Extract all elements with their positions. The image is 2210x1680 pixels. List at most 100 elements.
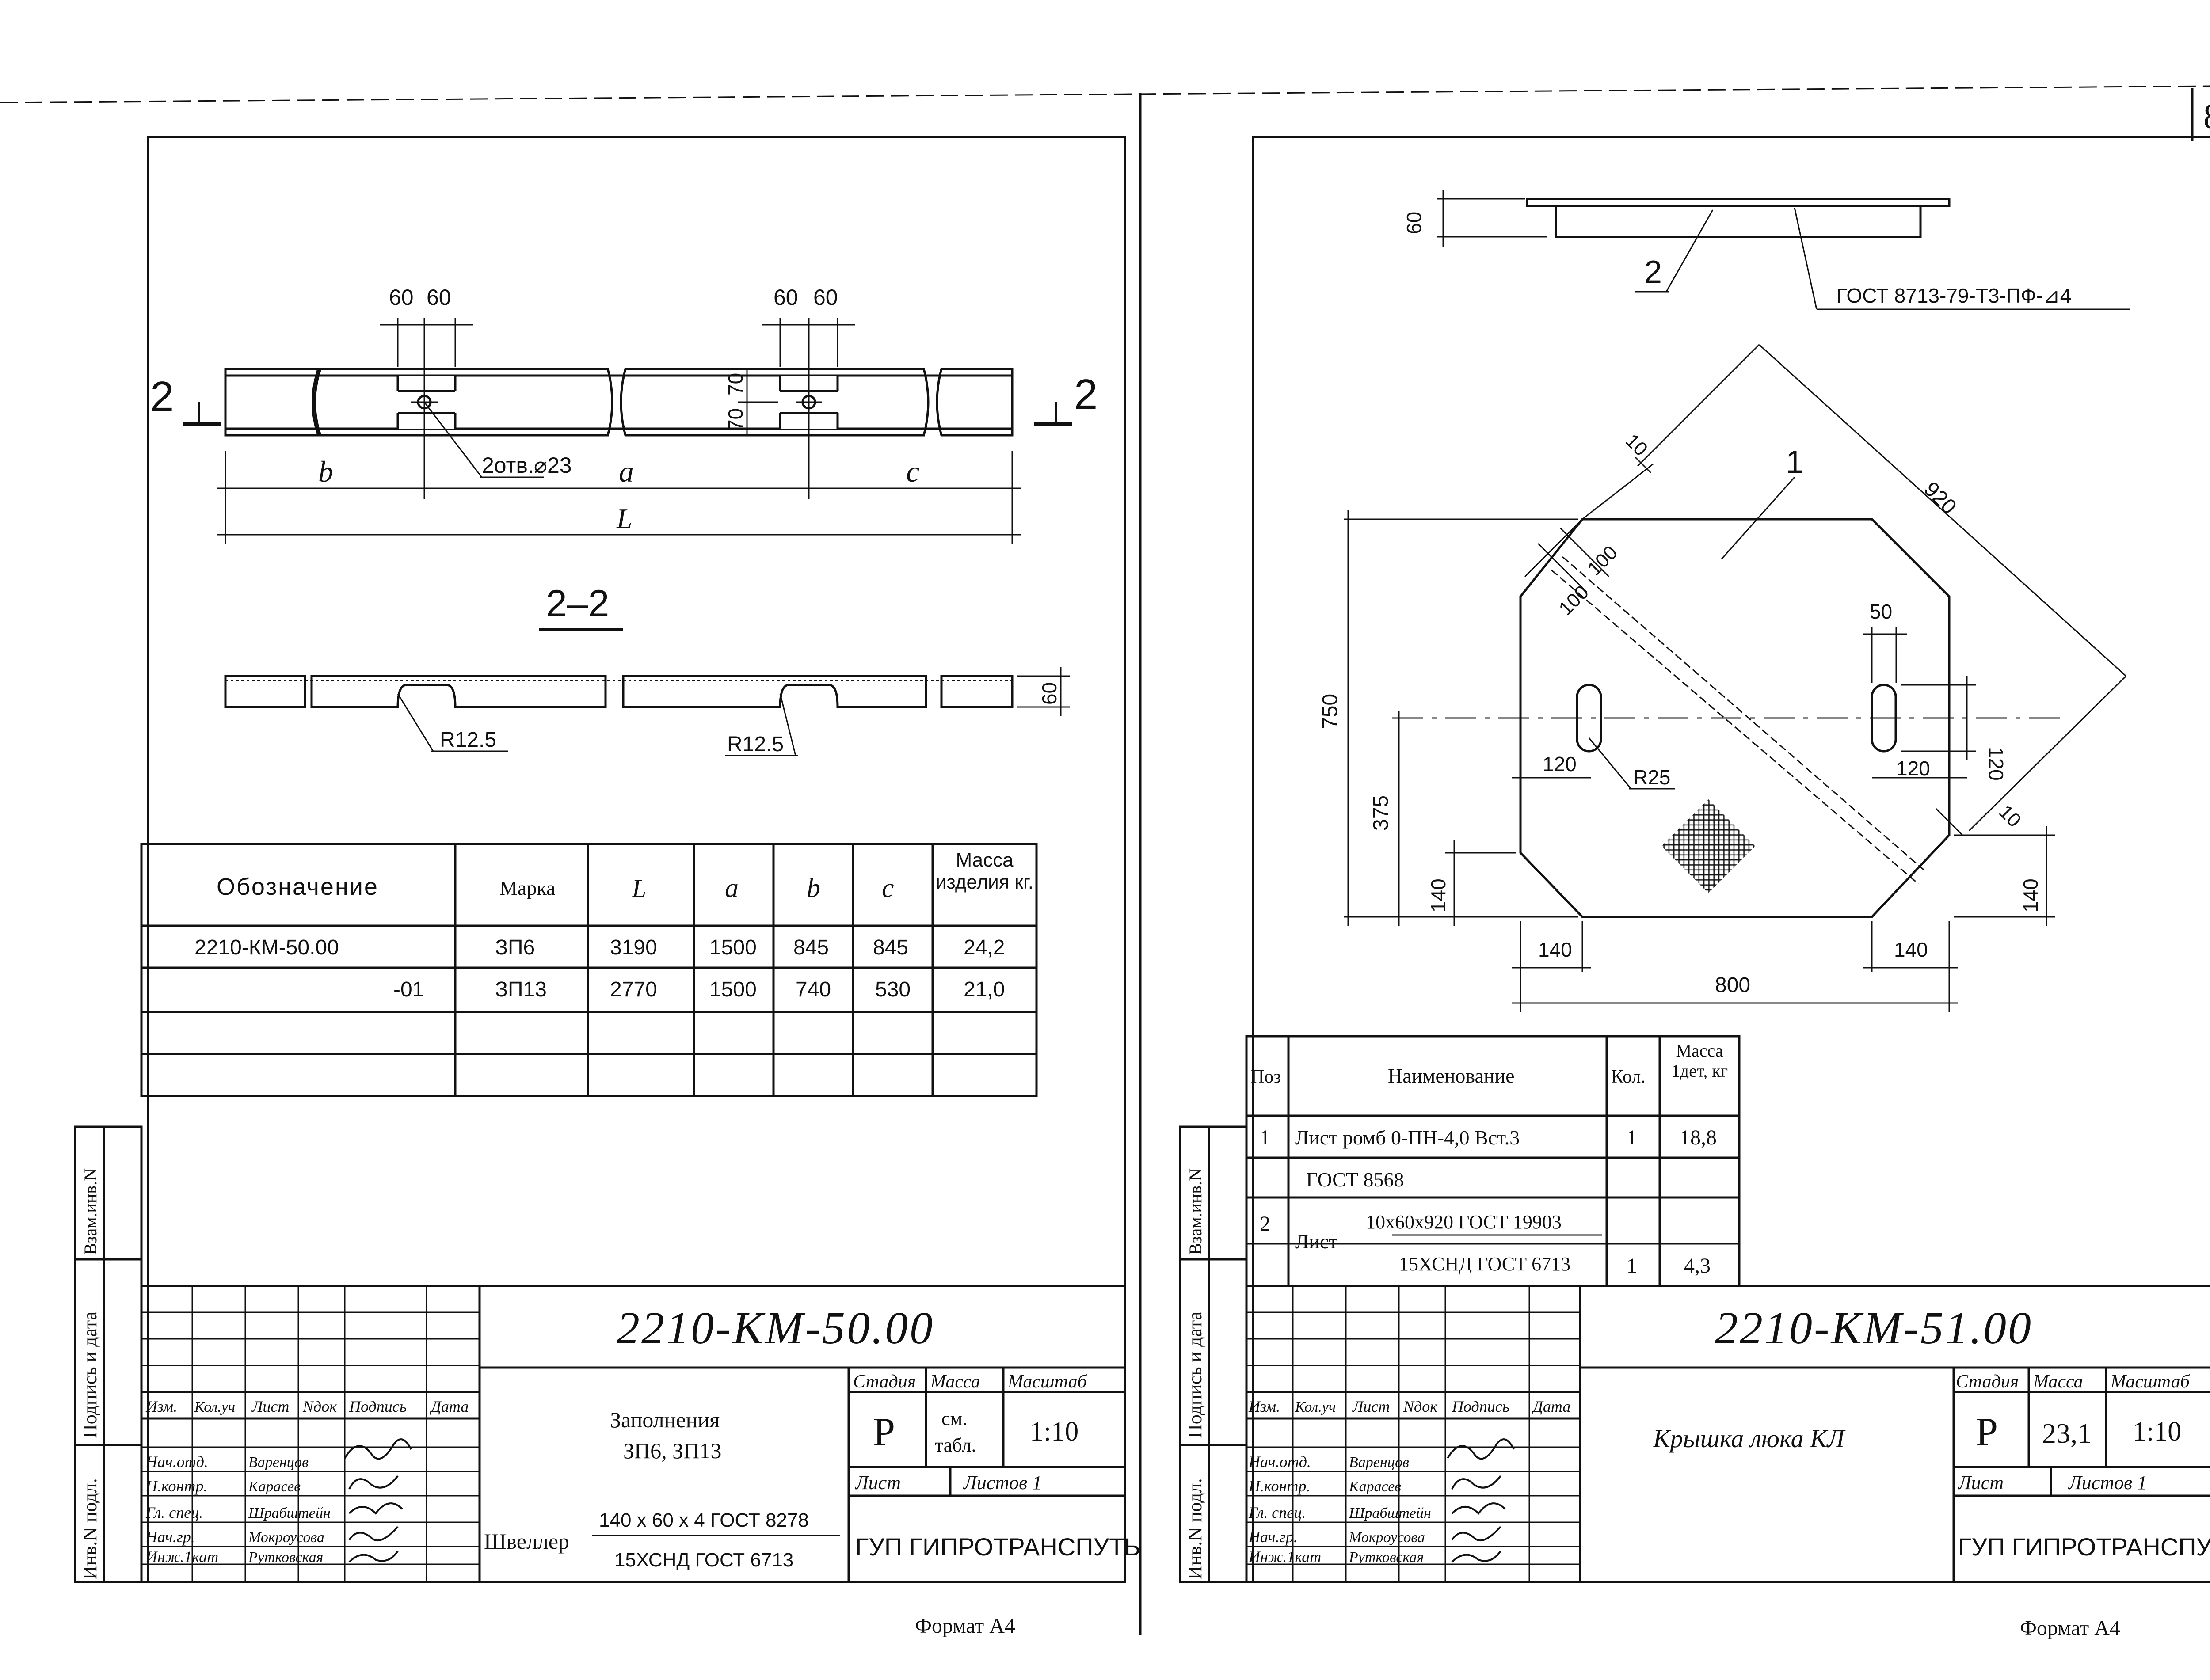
cell-name-cont: ГОСТ 8568 [1306, 1168, 1404, 1191]
stamp-sign-date: Подпись и дата [79, 1311, 101, 1438]
mass-label: Масса [2033, 1372, 2083, 1392]
dim-140-left-v: 140 [1427, 878, 1450, 912]
stamp-inv-podl: Инв.N подл. [79, 1479, 101, 1580]
title-name: Крышка люка КЛ [1653, 1424, 1846, 1453]
doc-code: 2210-КМ-51.00 [1715, 1303, 2033, 1353]
person-role: Инж.1кат [145, 1548, 218, 1566]
col-header: Лист [251, 1398, 289, 1415]
person-name: Варенцов [248, 1454, 309, 1471]
person-role: Н.контр. [1248, 1477, 1310, 1495]
dim-70-b: 70 [724, 373, 747, 395]
cell-name-den: 15ХСНД ГОСТ 6713 [1399, 1253, 1570, 1275]
dim-60-right-a: 60 [774, 285, 798, 310]
cell-mark: ЗП6 [495, 936, 535, 959]
col-header: Изм. [145, 1398, 177, 1415]
weld-note: ГОСТ 8713-79-Т3-ПФ-⊿4 [1837, 284, 2071, 307]
cell-qty: 1 [1627, 1254, 1637, 1277]
section-title: 2–2 [546, 582, 610, 625]
sheet-label: Лист [1957, 1472, 2004, 1494]
sheets-label: Листов 1 [2068, 1472, 2147, 1494]
col-header: Дата [430, 1398, 469, 1415]
mass-value: 23,1 [2042, 1418, 2092, 1449]
table-row: 1 Лист ромб 0-ПН-4,0 Вст.3 1 18,8 [1260, 1126, 1717, 1149]
dim-750: 750 [1318, 694, 1342, 729]
title-block [1245, 1285, 2210, 1583]
dim-140-bl: 140 [1538, 938, 1572, 961]
sheet-label: Лист [854, 1472, 901, 1494]
title-line-2: ЗП6, ЗП13 [623, 1438, 721, 1463]
organization: ГУП ГИПРОТРАНСПУТЬ [855, 1533, 1140, 1561]
dim-100-a: 100 [1555, 582, 1593, 620]
person-role: Гл. спец. [1248, 1504, 1306, 1521]
radius-label-2: R12.5 [727, 733, 784, 756]
person-name: Карасев [248, 1479, 301, 1495]
cell-mass: 18,8 [1680, 1126, 1717, 1149]
dim-800: 800 [1715, 973, 1750, 997]
title-line-1: Заполнения [610, 1407, 720, 1432]
person-role: Нач.гр. [145, 1528, 195, 1546]
title-block [140, 1285, 1126, 1583]
scale-label: Масштаб [1007, 1372, 1088, 1392]
th-mark: Марка [499, 877, 555, 899]
person-name: Шрабштейн [248, 1505, 331, 1521]
format-label: Формат А4 [2020, 1616, 2120, 1640]
stage-value: Р [1976, 1410, 1998, 1454]
col-header: Подпись [349, 1398, 407, 1415]
dim-label-a: a [619, 455, 634, 488]
person-role: Нач.отд. [1248, 1453, 1311, 1471]
cell-designation: 2210-КМ-50.00 [194, 936, 339, 959]
mass-label: Масса [930, 1372, 980, 1392]
mass-value-2: табл. [935, 1434, 976, 1456]
cell-L: 2770 [610, 978, 657, 1001]
strip-side-view [1436, 190, 2130, 310]
person-name: Мокроусова [1349, 1529, 1425, 1546]
person-role: Нач.отд. [145, 1453, 208, 1471]
dim-920: 920 [1919, 477, 1961, 519]
dim-10-bottom: 10 [1995, 801, 2025, 831]
person-name: Шрабштейн [1349, 1505, 1431, 1521]
col-header: Лист [1352, 1398, 1390, 1415]
cell-pos: 1 [1260, 1126, 1270, 1149]
th-b: b [807, 873, 820, 903]
cell-name: Лист ромб 0-ПН-4,0 Вст.3 [1295, 1126, 1520, 1149]
title-col-headers: Изм. Кол.уч Лист Nдок Подпись Дата [1248, 1398, 1570, 1415]
col-header: Кол.уч [1295, 1399, 1336, 1415]
cell-c: 530 [875, 978, 911, 1001]
th-a: a [725, 873, 739, 903]
signatures [344, 1438, 412, 1563]
stage-value: Р [873, 1410, 895, 1454]
dim-label-c: c [906, 455, 919, 488]
cell-a: 1500 [709, 978, 757, 1001]
stamp-inv-vzam: Взам.инв.N [80, 1168, 100, 1255]
format-label: Формат А4 [915, 1614, 1015, 1638]
person-name: Варенцов [1349, 1454, 1409, 1471]
marks-table [140, 843, 1038, 1097]
cell-mass: 24,2 [964, 936, 1005, 959]
cell-b: 845 [793, 936, 829, 959]
person-name: Рутковская [248, 1549, 323, 1566]
cell-mark: ЗП13 [495, 978, 547, 1001]
doc-code: 2210-КМ-50.00 [617, 1303, 934, 1353]
section-mark-right: 2 [1074, 371, 1097, 418]
dim-140-right-v: 140 [2019, 878, 2042, 912]
col-header: Кол.уч [194, 1399, 235, 1415]
scale-label: Масштаб [2110, 1372, 2191, 1392]
callout-2: 2 [1644, 255, 1662, 290]
scale-value: 1:10 [1030, 1417, 1078, 1447]
th-c: c [882, 873, 894, 903]
signatures [1447, 1438, 1515, 1563]
stamp-inv-vzam: Взам.инв.N [1185, 1168, 1205, 1255]
col-header: Изм. [1248, 1398, 1280, 1415]
cell-name-num: 10х60х920 ГОСТ 19903 [1366, 1211, 1562, 1233]
section-mark-left: 2 [150, 373, 174, 420]
col-header: Подпись [1452, 1398, 1509, 1415]
col-header: Nдок [302, 1398, 337, 1415]
sheets-label: Листов 1 [963, 1472, 1042, 1494]
cell-mass: 21,0 [964, 978, 1005, 1001]
person-name: Карасев [1349, 1479, 1401, 1495]
person-role: Инж.1кат [1248, 1548, 1321, 1566]
dim-60-right-b: 60 [813, 285, 838, 310]
material-denominator: 15ХСНД ГОСТ 6713 [614, 1549, 793, 1571]
cell-pos: 2 [1260, 1212, 1270, 1235]
person-role: Гл. спец. [145, 1504, 203, 1521]
